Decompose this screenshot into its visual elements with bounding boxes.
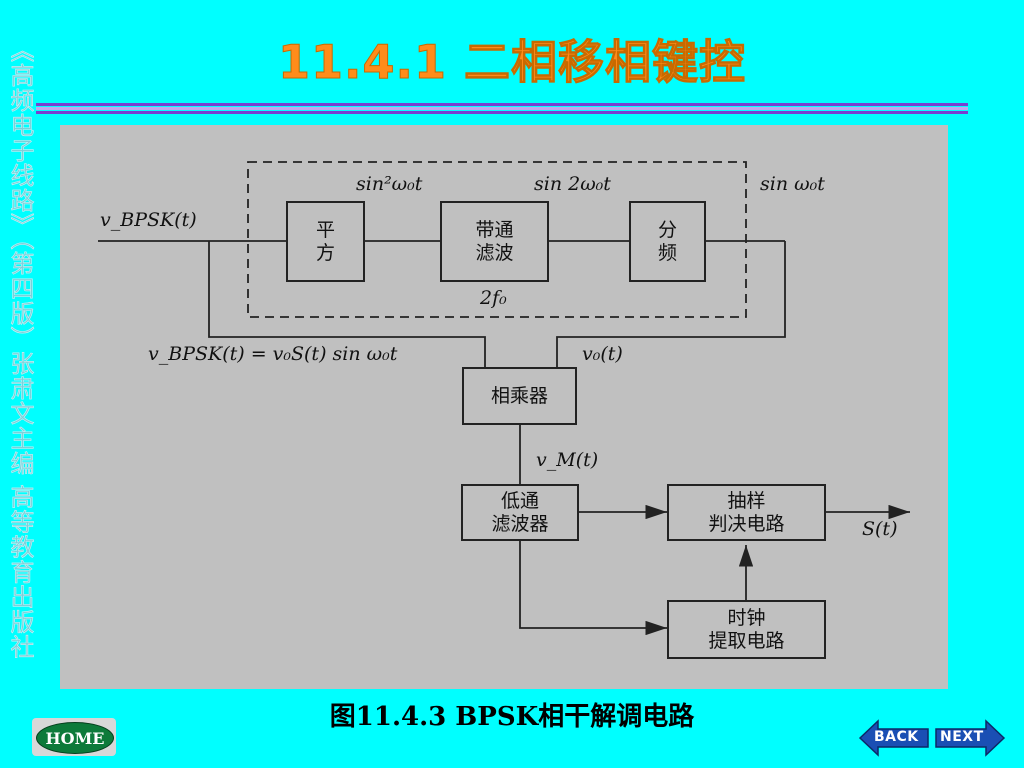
side-watermark-text: 《高频电子线路》（第四版）张肃文主编 高等教育出版社 (6, 38, 35, 660)
next-button[interactable]: NEXT (934, 719, 1006, 757)
divider-output-label: sin ω₀t (760, 173, 825, 195)
left-arrow-icon (858, 719, 929, 757)
back-button[interactable]: BACK (858, 719, 930, 757)
center-frequency-label: 2f₀ (480, 287, 507, 309)
title-divider (36, 111, 968, 114)
carrier-recovery-dashed-box (247, 161, 747, 318)
data-output-label: S(t) (862, 518, 898, 540)
next-button-label: NEXT (940, 729, 984, 745)
bandpass-output-label: sin 2ω₀t (534, 173, 611, 195)
sampling-decision-block: 抽样 判决电路 (667, 484, 826, 541)
bpsk-equation-label: v_BPSK(t) = v₀S(t) sin ω₀t (148, 343, 398, 365)
lowpass-filter-block: 低通 滤波器 (461, 484, 579, 541)
frequency-divider-block: 分 频 (629, 201, 706, 282)
input-signal-label: v_BPSK(t) (100, 209, 197, 231)
multiplier-block: 相乘器 (462, 367, 577, 425)
square-output-label: sin²ω₀t (356, 173, 423, 195)
clock-extraction-block: 时钟 提取电路 (667, 600, 826, 659)
arrow-line (519, 540, 667, 636)
block-diagram (98, 161, 910, 636)
slide-title: 11.4.1 二相移相键控 (278, 35, 746, 90)
home-button[interactable]: HOME (32, 718, 116, 756)
square-block: 平 方 (286, 201, 365, 282)
right-arrow-icon (935, 719, 1006, 757)
figure-caption: 图11.4.3 BPSK相干解调电路 (329, 702, 695, 732)
title-divider (36, 103, 968, 106)
signal-branch-line (208, 241, 486, 367)
title-divider (36, 107, 968, 110)
diagram-panel: 平 方 带通 滤波 分 频 相乘器 低通 滤波器 抽样 判决电路 时钟 提取电路… (60, 125, 948, 689)
home-button-label: HOME (36, 722, 114, 754)
bandpass-filter-block: 带通 滤波 (440, 201, 549, 282)
back-button-label: BACK (874, 729, 919, 745)
carrier-feedback-line (556, 241, 786, 367)
multiplier-output-label: v_M(t) (536, 449, 599, 471)
carrier-signal-label: v₀(t) (582, 343, 623, 365)
